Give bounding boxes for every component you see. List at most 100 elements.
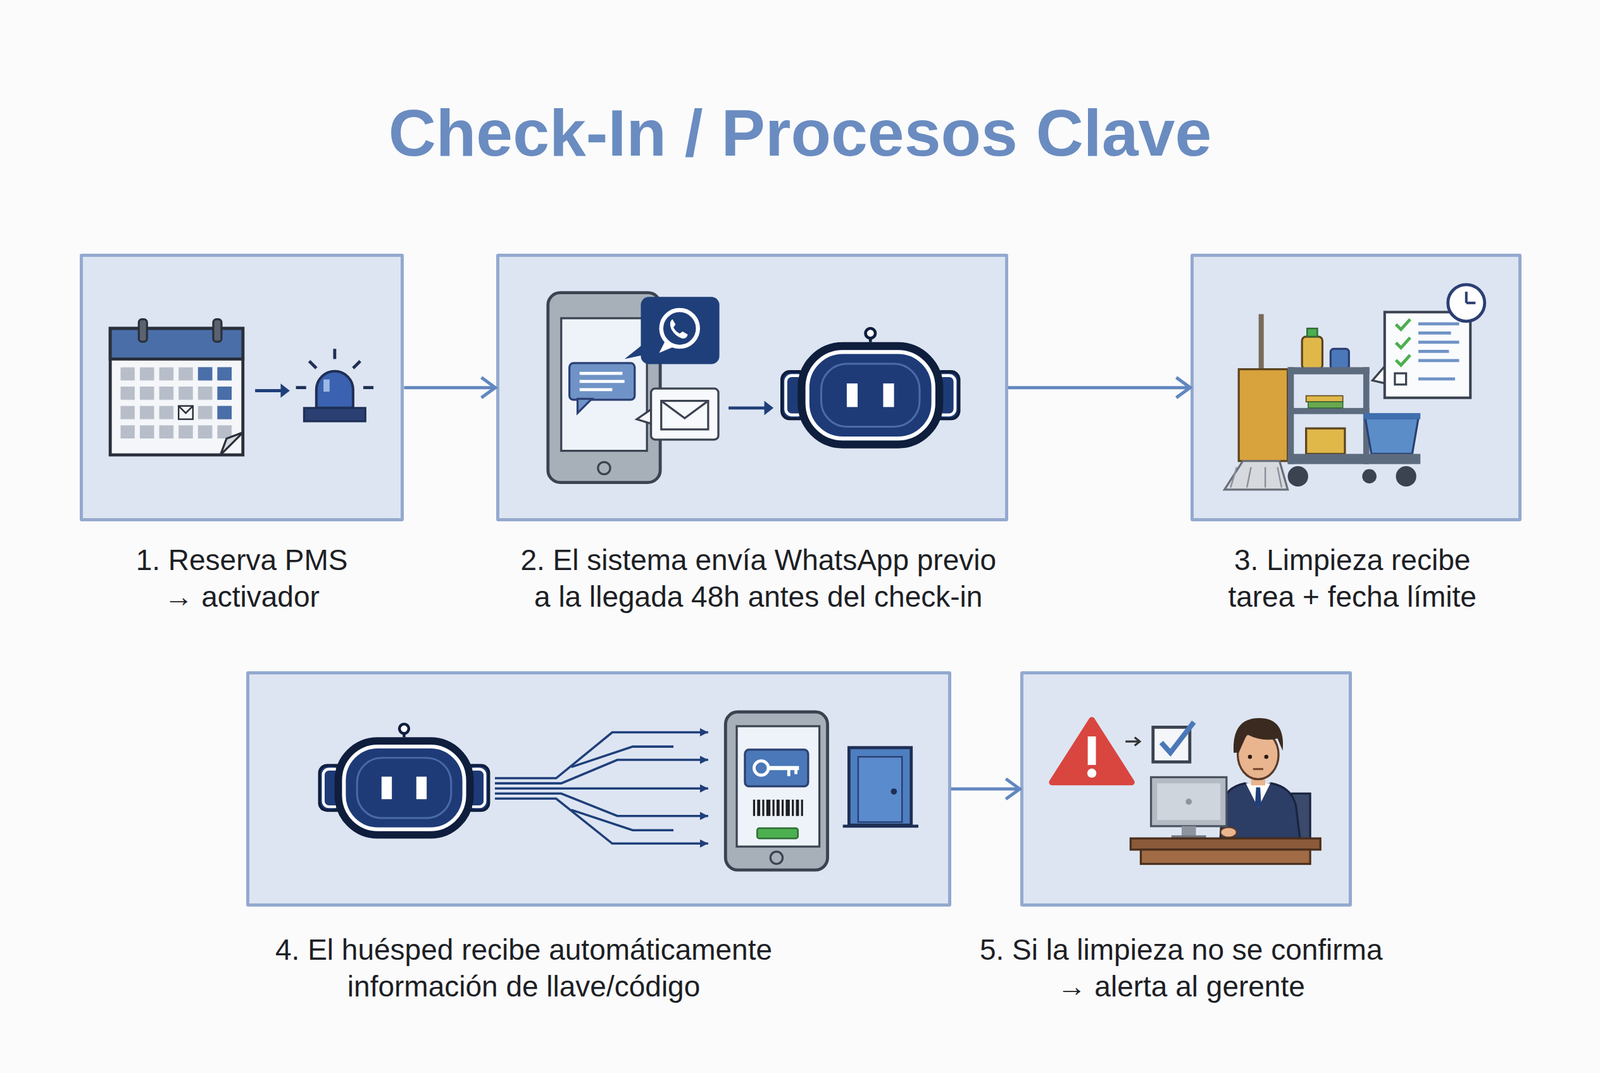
step-caption: 2. El sistema envía WhatsApp previo a la… bbox=[514, 542, 1002, 616]
task-checklist bbox=[1418, 350, 1449, 354]
whatsapp-icon bbox=[659, 340, 675, 353]
manager-figure bbox=[1253, 768, 1264, 771]
warning-icon bbox=[1087, 736, 1097, 766]
trigger-arrow bbox=[255, 383, 290, 399]
siren-icon bbox=[316, 371, 354, 409]
step-caption: 4. El huésped recibe automáticamente inf… bbox=[261, 932, 787, 1006]
phone-key-icon bbox=[776, 800, 780, 817]
send-arrow bbox=[728, 401, 774, 416]
flow-arrow bbox=[403, 386, 496, 390]
cleaning-cart bbox=[1365, 418, 1419, 454]
fan-out-lines bbox=[494, 732, 709, 780]
cleaning-cart bbox=[1306, 396, 1344, 403]
calendar-icon bbox=[178, 406, 194, 420]
process-box: 5. Si la limpieza no se confirma → alert… bbox=[1020, 671, 1352, 907]
manager-figure bbox=[1248, 755, 1252, 759]
manager-figure bbox=[1237, 730, 1279, 780]
chat-bubble bbox=[579, 387, 613, 392]
manager-figure bbox=[1291, 793, 1311, 841]
manager-figure bbox=[1220, 718, 1311, 841]
phone-key-icon bbox=[791, 800, 794, 817]
desk bbox=[1140, 850, 1311, 865]
fan-out-lines bbox=[494, 793, 709, 816]
email-icon bbox=[636, 408, 654, 425]
computer-monitor bbox=[1185, 798, 1192, 806]
phone-key-icon bbox=[766, 800, 771, 817]
small-arrow bbox=[1125, 740, 1139, 743]
task-checklist bbox=[1396, 355, 1411, 366]
task-checklist bbox=[1465, 291, 1468, 304]
task-checklist bbox=[1418, 377, 1456, 382]
cleaning-cart bbox=[1287, 453, 1421, 464]
desk bbox=[1130, 838, 1321, 864]
phone-key-icon bbox=[768, 766, 799, 771]
process-box: 2. El sistema envía WhatsApp previo a la… bbox=[496, 253, 1009, 521]
calendar-icon bbox=[217, 386, 232, 400]
door-icon bbox=[848, 748, 911, 826]
fan-out-lines bbox=[571, 746, 674, 768]
computer-monitor bbox=[1171, 835, 1207, 840]
calendar-icon bbox=[110, 319, 244, 456]
warning-icon bbox=[1087, 768, 1097, 779]
cleaning-cart bbox=[1238, 369, 1288, 462]
phone-icon bbox=[548, 293, 661, 483]
task-checklist bbox=[1384, 312, 1471, 398]
email-icon bbox=[636, 388, 719, 440]
fan-out-lines bbox=[494, 787, 709, 790]
cleaning-cart bbox=[1287, 367, 1370, 375]
manager-figure bbox=[1220, 827, 1237, 838]
whatsapp-icon bbox=[624, 296, 720, 364]
calendar-icon bbox=[198, 367, 213, 381]
manager-figure bbox=[1264, 755, 1269, 759]
siren-icon bbox=[296, 348, 375, 421]
cleaning-cart bbox=[1287, 408, 1370, 415]
phone-key-icon bbox=[796, 800, 800, 817]
small-arrow bbox=[1125, 737, 1140, 747]
warning-icon bbox=[1051, 720, 1132, 783]
cleaning-cart bbox=[1363, 413, 1421, 420]
checkbox-icon bbox=[1161, 722, 1195, 753]
cleaning-cart bbox=[1287, 367, 1295, 464]
siren-icon bbox=[303, 408, 366, 422]
chat-bubble bbox=[579, 372, 623, 376]
cleaning-cart bbox=[1363, 367, 1370, 464]
checkbox-icon bbox=[1153, 727, 1190, 763]
phone-key-icon bbox=[744, 750, 809, 787]
siren-icon bbox=[332, 348, 337, 359]
task-checklist bbox=[1372, 284, 1485, 399]
cleaning-cart bbox=[1264, 467, 1266, 488]
warning-icon bbox=[1051, 720, 1132, 783]
phone-icon bbox=[561, 318, 647, 452]
computer-monitor bbox=[1181, 826, 1197, 839]
cleaning-cart bbox=[1396, 466, 1417, 487]
fan-out-lines bbox=[494, 732, 709, 845]
cleaning-cart bbox=[1362, 469, 1377, 485]
task-checklist bbox=[1448, 284, 1485, 322]
send-arrow bbox=[764, 401, 775, 416]
manager-figure bbox=[1251, 775, 1266, 786]
checkbox-icon bbox=[1153, 722, 1194, 763]
phone-key-icon bbox=[787, 768, 791, 777]
email-icon bbox=[651, 388, 719, 440]
calendar-icon bbox=[178, 406, 194, 414]
desk bbox=[1130, 838, 1321, 850]
whatsapp-icon bbox=[641, 296, 720, 364]
whatsapp-icon bbox=[624, 343, 654, 360]
task-checklist bbox=[1418, 340, 1459, 344]
phone-key-icon bbox=[770, 851, 783, 864]
task-checklist bbox=[1466, 301, 1476, 305]
cleaning-cart bbox=[1301, 336, 1323, 370]
phone-key-icon bbox=[785, 800, 790, 817]
calendar-icon bbox=[138, 319, 147, 342]
cleaning-cart bbox=[1224, 314, 1421, 490]
chat-bubble bbox=[569, 363, 635, 400]
task-checklist bbox=[1418, 331, 1452, 335]
phone-icon bbox=[598, 462, 611, 475]
chat-bubble bbox=[577, 398, 593, 414]
siren-icon bbox=[323, 379, 330, 392]
cleaning-cart bbox=[1246, 467, 1251, 488]
diagram-title: Check-In / Procesos Clave bbox=[0, 93, 1600, 173]
flow-arrow bbox=[1008, 386, 1192, 390]
calendar-icon bbox=[213, 319, 222, 342]
